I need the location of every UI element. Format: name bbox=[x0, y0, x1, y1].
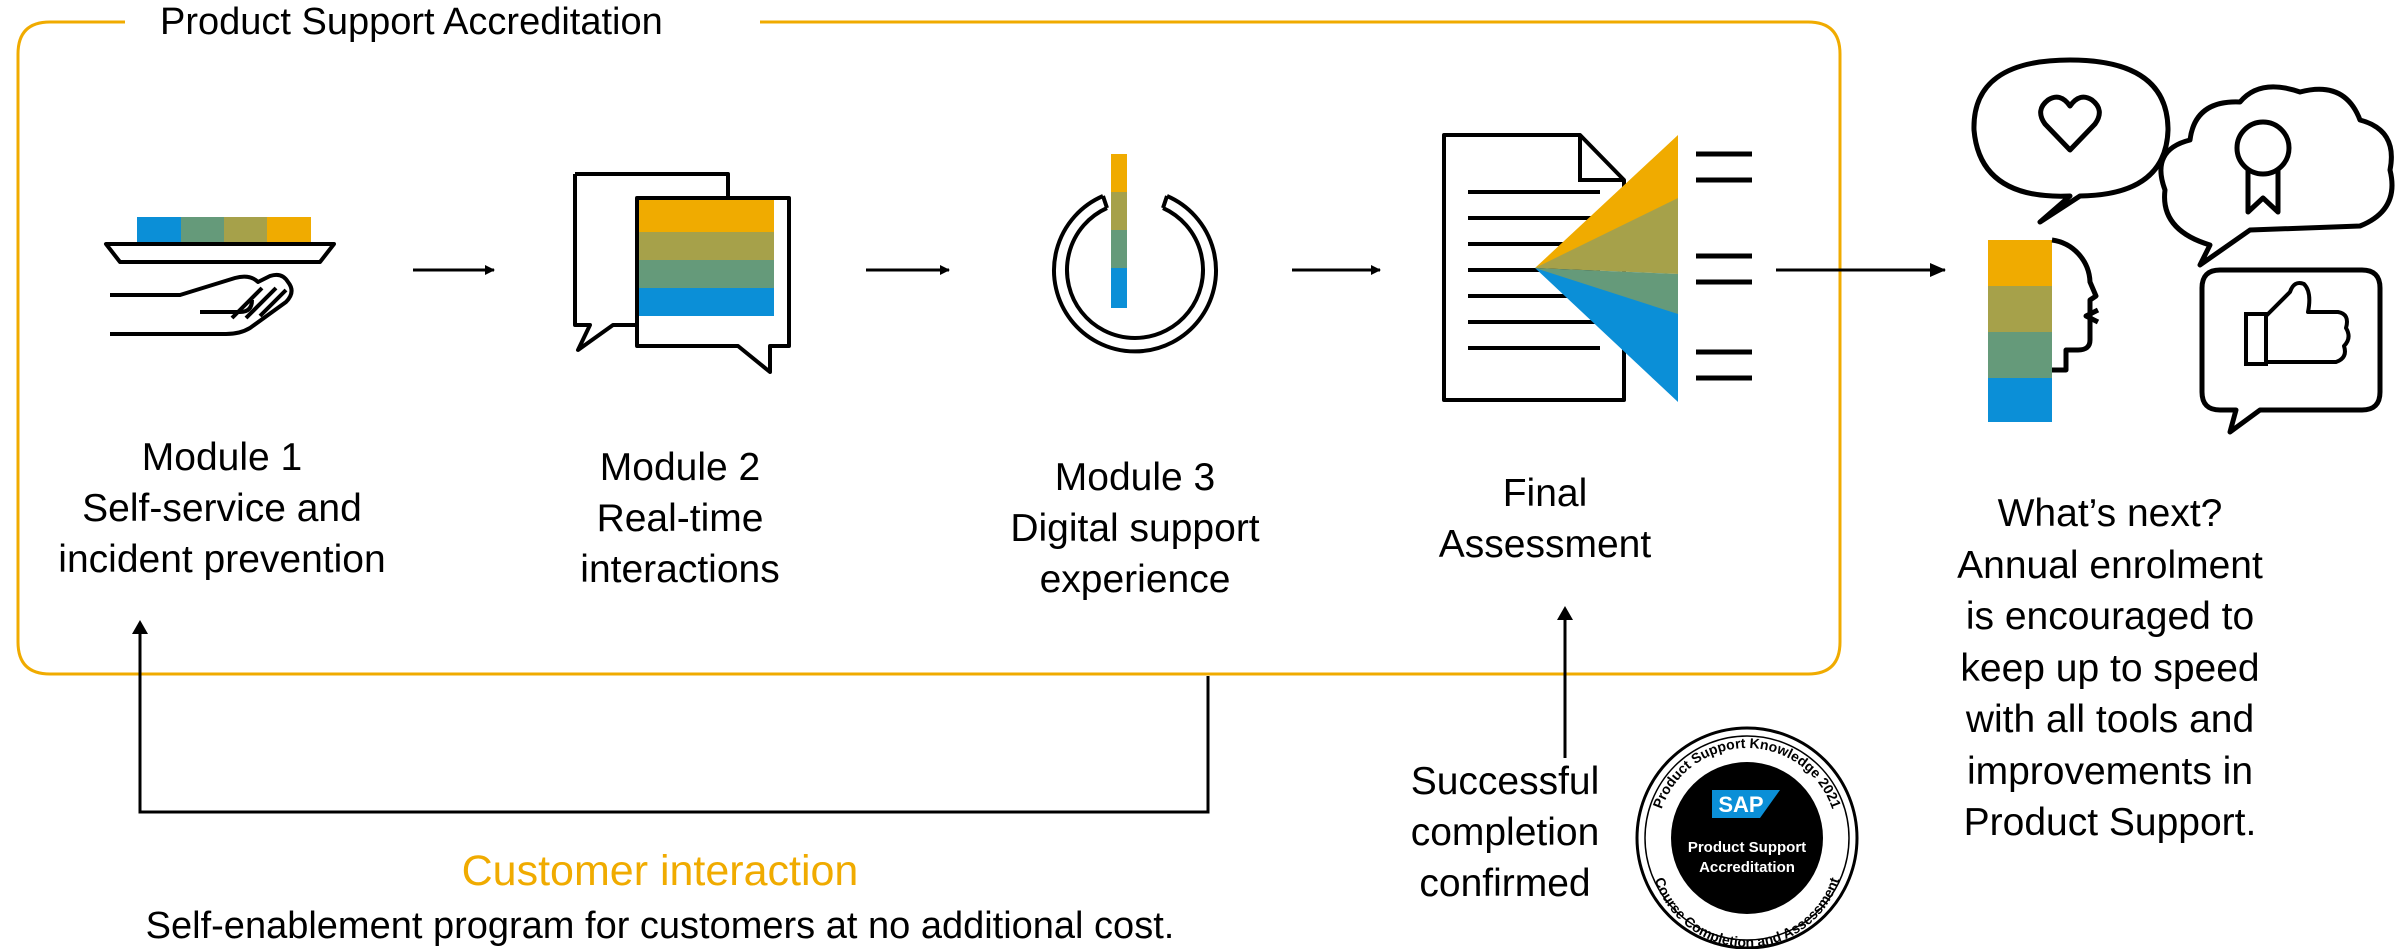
hand-tray-icon bbox=[104, 217, 336, 336]
customer-loop-arrowhead bbox=[132, 620, 148, 634]
module-2-name: Module 2 bbox=[599, 446, 761, 489]
module-3-line-2: experience bbox=[1039, 558, 1231, 601]
module-3-line-1: Digital support bbox=[1010, 507, 1260, 550]
next-line-7: Product Support. bbox=[1963, 801, 2257, 844]
next-line-1: What’s next? bbox=[1997, 492, 2223, 535]
module-1-line-1: Self-service and bbox=[82, 487, 362, 530]
module-3-name: Module 3 bbox=[1054, 456, 1216, 499]
completion-arrowhead bbox=[1557, 606, 1573, 620]
accreditation-badge: SAP Product Support Accreditation Produc… bbox=[1635, 726, 1859, 949]
final-name: Final bbox=[1502, 472, 1588, 515]
module-3-label: Module 3 Digital support experience bbox=[980, 452, 1290, 605]
next-line-3: is encouraged to bbox=[1965, 595, 2255, 638]
final-assessment-label: Final Assessment bbox=[1400, 468, 1690, 570]
final-line-1: Assessment bbox=[1438, 523, 1652, 566]
module-2-label: Module 2 Real-time interactions bbox=[530, 442, 830, 595]
whats-next-text: What’s next? Annual enrolment is encoura… bbox=[1890, 488, 2330, 849]
next-line-6: improvements in bbox=[1966, 749, 2254, 793]
module-2-line-2: interactions bbox=[580, 548, 780, 591]
badge-line-1: Product Support bbox=[1688, 839, 1806, 856]
frame-title: Product Support Accreditation bbox=[140, 0, 683, 46]
module-1-line-2: incident prevention bbox=[58, 538, 386, 581]
next-line-2: Annual enrolment bbox=[1957, 543, 2263, 587]
power-button-icon bbox=[1052, 154, 1218, 354]
module-1-name: Module 1 bbox=[141, 436, 303, 479]
badge-logo: SAP bbox=[1718, 792, 1763, 817]
completion-text: Successful completion confirmed bbox=[1380, 756, 1630, 909]
module-2-line-1: Real-time bbox=[596, 497, 764, 540]
badge-line-2: Accreditation bbox=[1699, 859, 1795, 876]
head-feedback-icon bbox=[1971, 57, 2395, 435]
customer-loop-arrow bbox=[138, 624, 1210, 814]
completion-line-2: completion bbox=[1410, 811, 1600, 854]
completion-line-3: confirmed bbox=[1419, 862, 1591, 905]
next-line-4: keep up to speed bbox=[1960, 646, 2260, 690]
accreditation-frame bbox=[16, 20, 1842, 676]
module-1-label: Module 1 Self-service and incident preve… bbox=[22, 432, 422, 585]
document-prism-icon bbox=[1442, 133, 1752, 402]
customer-interaction-title: Customer interaction bbox=[461, 847, 859, 895]
completion-line-1: Successful bbox=[1410, 760, 1600, 803]
next-line-5: with all tools and bbox=[1965, 698, 2255, 741]
customer-interaction-subtitle: Self-enablement program for customers at… bbox=[145, 905, 1175, 947]
chat-bubbles-icon bbox=[573, 172, 791, 374]
